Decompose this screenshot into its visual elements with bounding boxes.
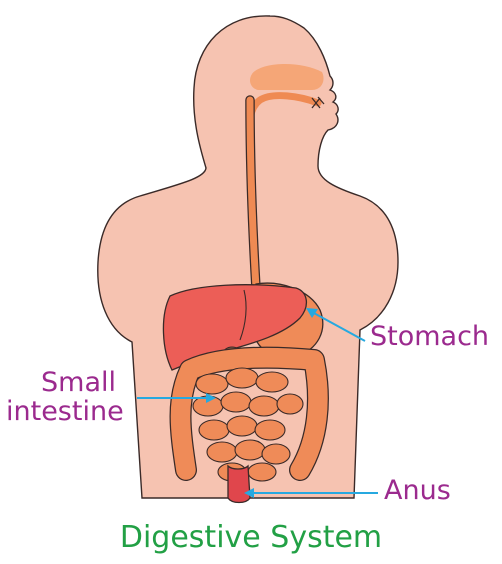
diagram-caption: Digestive System xyxy=(0,520,502,556)
small-intestine-label-line1: Small xyxy=(41,367,116,399)
stomach-label: Stomach xyxy=(370,321,489,353)
anus-label: Anus xyxy=(384,475,451,507)
small-intestine-label-line2: intestine xyxy=(6,396,124,428)
rectum xyxy=(228,466,250,503)
